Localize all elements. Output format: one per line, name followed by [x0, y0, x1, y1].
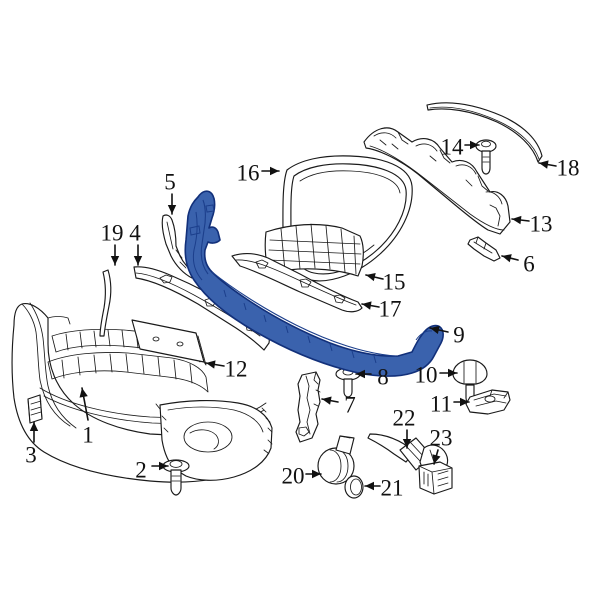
part-park-assist-sensor[interactable] — [317, 435, 355, 485]
callout-22[interactable]: 22 — [393, 405, 416, 449]
part-license-plate-bracket[interactable] — [131, 319, 207, 366]
callout-number-5[interactable]: 5 — [164, 169, 176, 194]
callout-16[interactable]: 16 — [237, 160, 280, 185]
leader-arrowhead — [270, 166, 279, 176]
valance-tab-1 — [189, 225, 201, 236]
callout-number-15[interactable]: 15 — [383, 269, 406, 294]
grille-slats-lower — [61, 353, 193, 384]
grille-insert-ribs — [268, 239, 362, 265]
valance-crease-1 — [200, 199, 209, 275]
callout-number-9[interactable]: 9 — [453, 322, 465, 347]
valance-crease-2 — [192, 211, 203, 281]
callout-number-16[interactable]: 16 — [237, 160, 260, 185]
callout-8[interactable]: 8 — [355, 364, 389, 389]
valance-tab-2 — [205, 204, 215, 213]
callout-12[interactable]: 12 — [205, 356, 248, 381]
valance-crease-3 — [211, 271, 397, 357]
callout-21[interactable]: 21 — [364, 475, 404, 500]
leader-arrowhead — [159, 461, 168, 471]
callout-4[interactable]: 4 — [129, 220, 143, 266]
callout-number-17[interactable]: 17 — [379, 296, 402, 321]
callout-number-4[interactable]: 4 — [129, 220, 141, 245]
callout-3[interactable]: 3 — [25, 421, 39, 467]
leader-arrowhead — [322, 396, 332, 405]
callout-number-10[interactable]: 10 — [415, 362, 438, 387]
callout-number-18[interactable]: 18 — [557, 155, 580, 180]
callout-13[interactable]: 13 — [511, 211, 553, 236]
leader-arrowhead — [539, 160, 549, 169]
valance-ribs — [223, 289, 377, 364]
callout-2[interactable]: 2 — [135, 457, 169, 482]
callout-number-12[interactable]: 12 — [225, 356, 248, 381]
callout-number-1[interactable]: 1 — [82, 422, 94, 447]
part-front-bumper-lower-valance-highlighted[interactable] — [184, 190, 444, 377]
callout-number-3[interactable]: 3 — [25, 442, 37, 467]
part-bumper-mounting-bracket[interactable] — [295, 371, 321, 443]
callout-18[interactable]: 18 — [538, 155, 580, 180]
callout-19[interactable]: 19 — [101, 220, 124, 266]
callout-number-8[interactable]: 8 — [377, 364, 389, 389]
callout-15[interactable]: 15 — [365, 269, 406, 294]
callout-number-6[interactable]: 6 — [523, 251, 535, 276]
callout-number-21[interactable]: 21 — [381, 475, 404, 500]
callout-number-20[interactable]: 20 — [282, 463, 305, 488]
callout-11[interactable]: 11 — [430, 391, 470, 416]
part-headlamp-lower-bracket[interactable] — [467, 236, 501, 262]
part-center-grille-insert[interactable] — [264, 223, 364, 277]
leader-arrowhead — [402, 439, 412, 448]
callout-number-22[interactable]: 22 — [393, 405, 416, 430]
callout-17[interactable]: 17 — [361, 296, 402, 321]
part-retainer-nut-clip[interactable] — [465, 389, 511, 415]
valance-body — [184, 190, 444, 377]
callout-number-23[interactable]: 23 — [430, 425, 453, 450]
leader-arrowhead — [29, 422, 39, 431]
part-lower-grille-trim[interactable] — [231, 252, 363, 313]
part-bumper-side-filler[interactable] — [99, 269, 112, 337]
leader-arrowhead — [79, 388, 88, 398]
leader-arrowhead — [167, 205, 177, 214]
leader-arrowhead — [470, 140, 479, 150]
callout-7[interactable]: 7 — [321, 392, 356, 417]
callout-14[interactable]: 14 — [441, 134, 480, 159]
part-fog-lamp-assembly[interactable] — [363, 127, 511, 235]
callout-number-7[interactable]: 7 — [344, 392, 356, 417]
leader-arrowhead — [133, 256, 143, 265]
part-bumper-cover[interactable] — [11, 302, 273, 483]
leader-arrowhead — [502, 254, 512, 263]
leader-arrowhead — [448, 368, 457, 378]
leader-arrowhead — [206, 360, 216, 369]
part-fog-lamp-screw[interactable] — [475, 139, 497, 175]
callout-number-2[interactable]: 2 — [135, 457, 147, 482]
part-upper-trim-moulding[interactable] — [426, 102, 543, 163]
valance-end-crease — [415, 330, 433, 341]
part-valance-clip[interactable] — [452, 359, 488, 404]
callout-number-19[interactable]: 19 — [101, 220, 124, 245]
callout-number-13[interactable]: 13 — [530, 211, 553, 236]
callout-number-14[interactable]: 14 — [441, 134, 465, 159]
leader-arrowhead — [362, 301, 372, 310]
leader-arrowhead — [366, 272, 376, 282]
leader-arrowhead — [110, 256, 120, 265]
callout-6[interactable]: 6 — [501, 251, 535, 276]
leader-arrowhead — [430, 325, 440, 335]
part-sensor-connector[interactable] — [418, 461, 453, 495]
leader-arrowhead — [460, 397, 469, 407]
callout-9[interactable]: 9 — [429, 322, 465, 347]
callout-number-11[interactable]: 11 — [430, 391, 452, 416]
callout-23[interactable]: 23 — [430, 425, 453, 465]
leader-arrowhead — [432, 454, 441, 464]
leader-arrowhead — [512, 215, 522, 225]
leader-arrowhead — [356, 369, 365, 379]
part-bumper-side-clip[interactable] — [27, 394, 43, 424]
part-sensor-retaining-ring[interactable] — [344, 475, 364, 499]
callout-10[interactable]: 10 — [415, 362, 458, 387]
callout-5[interactable]: 5 — [164, 169, 177, 215]
callout-1[interactable]: 1 — [79, 387, 94, 447]
callout-20[interactable]: 20 — [282, 463, 322, 488]
leader-arrowhead — [365, 481, 374, 491]
grille-insert-slats — [280, 223, 357, 275]
leader-arrowhead — [312, 469, 321, 479]
